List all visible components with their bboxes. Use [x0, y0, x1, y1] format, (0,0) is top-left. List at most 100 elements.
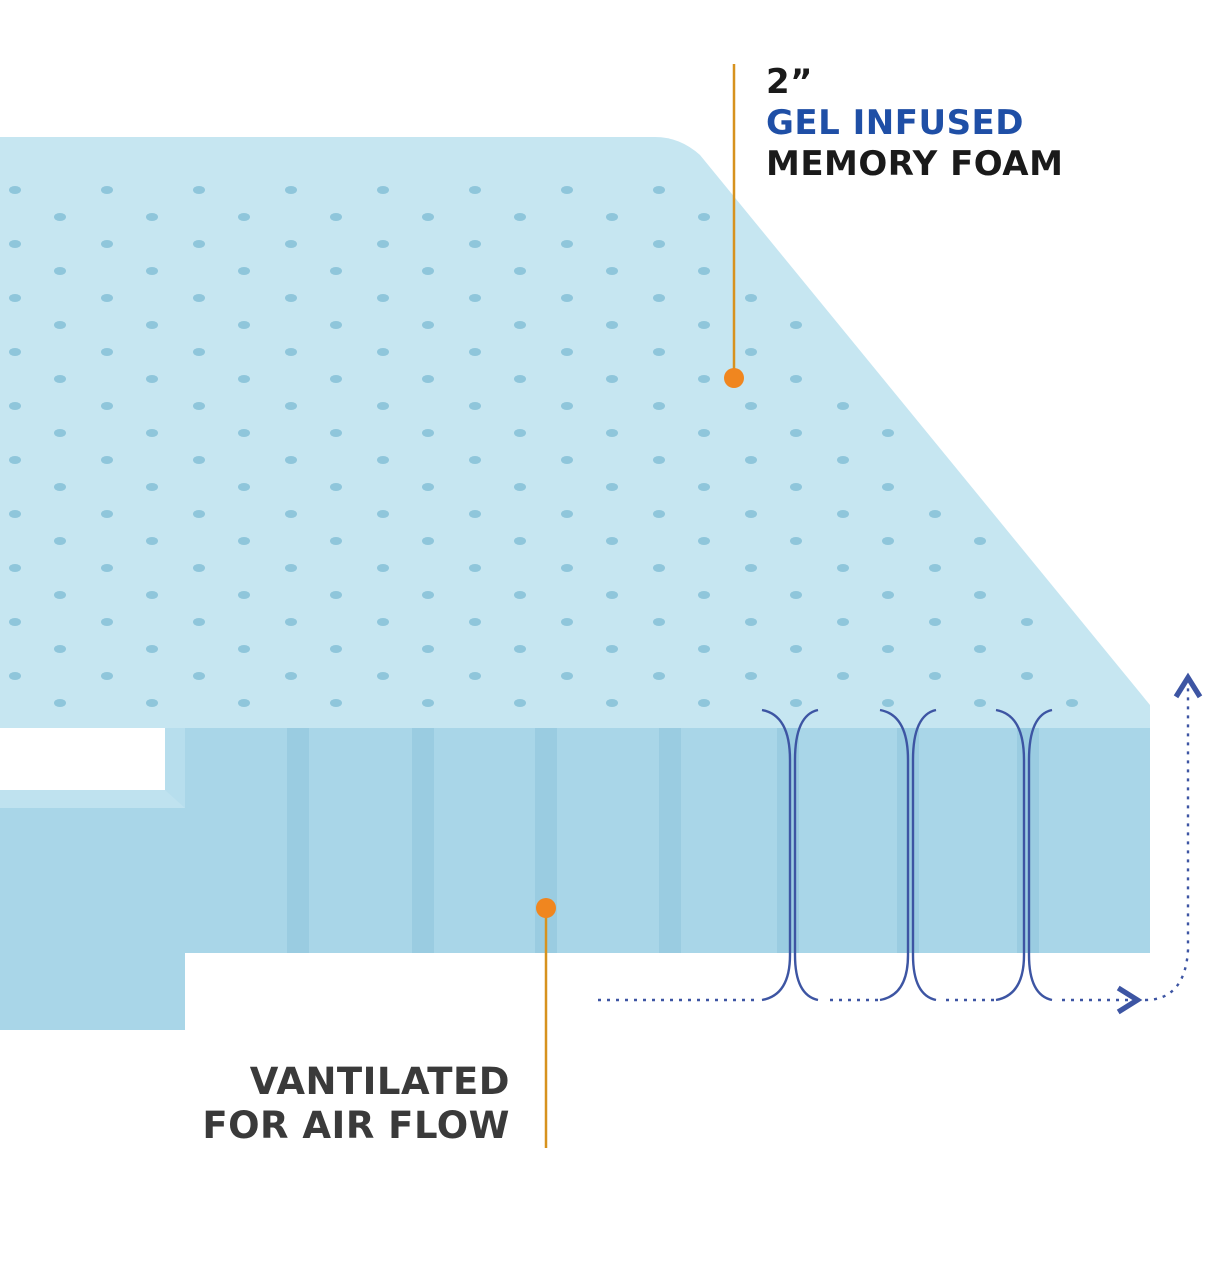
- ventilation-hole: [238, 699, 250, 707]
- ventilation-hole: [698, 645, 710, 653]
- ventilation-hole: [561, 294, 573, 302]
- ventilation-hole: [422, 591, 434, 599]
- ventilation-hole: [698, 699, 710, 707]
- ventilation-hole: [193, 564, 205, 572]
- ventilation-hole: [514, 537, 526, 545]
- ventilation-hole: [9, 294, 21, 302]
- ventilation-hole: [698, 537, 710, 545]
- ventilation-hole: [9, 456, 21, 464]
- ventilation-hole: [469, 186, 481, 194]
- ventilation-hole: [238, 645, 250, 653]
- ventilation-hole: [469, 456, 481, 464]
- ventilation-hole: [974, 645, 986, 653]
- ventilation-hole: [745, 618, 757, 626]
- ventilation-hole: [929, 510, 941, 518]
- ventilation-groove: [412, 728, 434, 953]
- ventilation-hole: [606, 591, 618, 599]
- ventilation-hole: [146, 537, 158, 545]
- ventilation-hole: [929, 672, 941, 680]
- ventilation-hole: [422, 375, 434, 383]
- ventilation-label-line2: FOR AIR FLOW: [180, 1104, 510, 1148]
- ventilation-hole: [54, 591, 66, 599]
- ventilation-hole: [974, 537, 986, 545]
- ventilation-hole: [837, 672, 849, 680]
- ventilation-hole: [54, 213, 66, 221]
- foam-lower-block-top: [0, 790, 185, 808]
- ventilation-hole: [745, 402, 757, 410]
- ventilation-hole: [882, 429, 894, 437]
- ventilation-hole: [9, 186, 21, 194]
- ventilation-hole: [561, 456, 573, 464]
- ventilation-hole: [285, 618, 297, 626]
- ventilation-hole: [698, 429, 710, 437]
- ventilation-hole: [101, 348, 113, 356]
- ventilation-hole: [9, 672, 21, 680]
- ventilation-hole: [790, 429, 802, 437]
- ventilation-hole: [330, 375, 342, 383]
- ventilation-hole: [929, 618, 941, 626]
- ventilation-hole: [606, 483, 618, 491]
- ventilation-hole: [238, 213, 250, 221]
- ventilation-hole: [422, 429, 434, 437]
- ventilation-hole: [514, 483, 526, 491]
- ventilation-hole: [330, 429, 342, 437]
- ventilation-hole: [653, 294, 665, 302]
- ventilation-hole: [193, 672, 205, 680]
- ventilation-hole: [285, 348, 297, 356]
- ventilation-hole: [101, 672, 113, 680]
- ventilation-hole: [790, 375, 802, 383]
- ventilation-hole: [377, 348, 389, 356]
- ventilation-hole: [606, 645, 618, 653]
- ventilation-hole: [745, 672, 757, 680]
- ventilation-hole: [469, 294, 481, 302]
- ventilation-hole: [698, 591, 710, 599]
- ventilation-hole: [514, 591, 526, 599]
- ventilation-groove: [287, 728, 309, 953]
- ventilation-hole: [330, 267, 342, 275]
- ventilation-hole: [377, 294, 389, 302]
- ventilation-hole: [193, 402, 205, 410]
- ventilation-hole: [285, 672, 297, 680]
- ventilation-hole: [54, 429, 66, 437]
- ventilation-hole: [285, 564, 297, 572]
- ventilation-hole: [54, 321, 66, 329]
- ventilation-hole: [377, 618, 389, 626]
- ventilation-hole: [561, 348, 573, 356]
- ventilation-hole: [330, 591, 342, 599]
- ventilation-hole: [101, 564, 113, 572]
- ventilation-hole: [285, 456, 297, 464]
- ventilation-hole: [238, 483, 250, 491]
- ventilation-hole: [882, 537, 894, 545]
- ventilation-hole: [377, 240, 389, 248]
- ventilation-hole: [238, 537, 250, 545]
- ventilation-hole: [9, 240, 21, 248]
- ventilation-hole: [285, 402, 297, 410]
- ventilation-hole: [146, 375, 158, 383]
- ventilation-label-line1: VANTILATED: [180, 1060, 510, 1104]
- ventilation-hole: [377, 402, 389, 410]
- ventilation-hole: [514, 645, 526, 653]
- ventilation-hole: [101, 402, 113, 410]
- ventilation-hole: [146, 699, 158, 707]
- ventilation-hole: [101, 618, 113, 626]
- ventilation-hole: [54, 537, 66, 545]
- ventilation-hole: [745, 456, 757, 464]
- ventilation-hole: [193, 294, 205, 302]
- ventilation-hole: [193, 618, 205, 626]
- material-label: MEMORY FOAM: [766, 144, 1063, 185]
- ventilation-hole: [238, 429, 250, 437]
- ventilation-hole: [9, 510, 21, 518]
- ventilation-hole: [193, 456, 205, 464]
- ventilation-hole: [653, 402, 665, 410]
- ventilation-hole: [193, 510, 205, 518]
- ventilation-hole: [561, 240, 573, 248]
- ventilation-hole: [54, 699, 66, 707]
- ventilation-hole: [101, 240, 113, 248]
- ventilation-hole: [514, 699, 526, 707]
- ventilation-hole: [561, 564, 573, 572]
- ventilation-hole: [606, 699, 618, 707]
- ventilation-hole: [422, 537, 434, 545]
- ventilation-hole: [790, 321, 802, 329]
- ventilation-hole: [330, 537, 342, 545]
- ventilation-hole: [101, 510, 113, 518]
